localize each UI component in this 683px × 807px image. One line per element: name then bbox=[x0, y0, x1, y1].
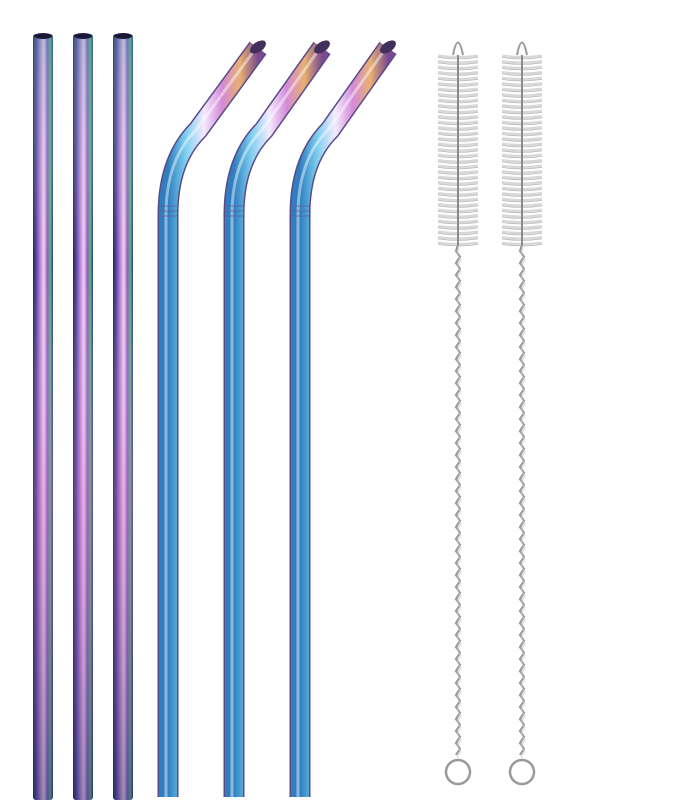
brush-tip bbox=[516, 41, 528, 56]
straw-opening bbox=[74, 33, 92, 39]
cleaning-brush bbox=[437, 41, 479, 786]
straw-sheen bbox=[73, 34, 93, 800]
bent-straws bbox=[157, 40, 397, 797]
straight-straws bbox=[33, 33, 133, 800]
brush-loop bbox=[444, 758, 472, 786]
bent-straw bbox=[157, 40, 267, 797]
straw-opening bbox=[114, 33, 132, 39]
brush-tip bbox=[452, 41, 464, 56]
cleaning-brush bbox=[501, 41, 543, 786]
bent-straw bbox=[223, 40, 331, 797]
straight-straw bbox=[33, 33, 53, 800]
straight-straw bbox=[73, 33, 93, 800]
cleaning-brushes bbox=[437, 41, 543, 786]
brush-wire-highlight bbox=[520, 247, 526, 759]
straight-straw bbox=[113, 33, 133, 800]
straw-opening bbox=[314, 40, 330, 54]
bent-straw bbox=[289, 40, 397, 797]
straw-opening bbox=[34, 33, 52, 39]
straw-opening bbox=[250, 40, 266, 54]
brush-loop bbox=[508, 758, 536, 786]
straw-sheen bbox=[113, 34, 133, 800]
brush-wire-highlight bbox=[456, 247, 462, 759]
straw-sheen bbox=[33, 34, 53, 800]
straw-opening bbox=[380, 40, 396, 54]
